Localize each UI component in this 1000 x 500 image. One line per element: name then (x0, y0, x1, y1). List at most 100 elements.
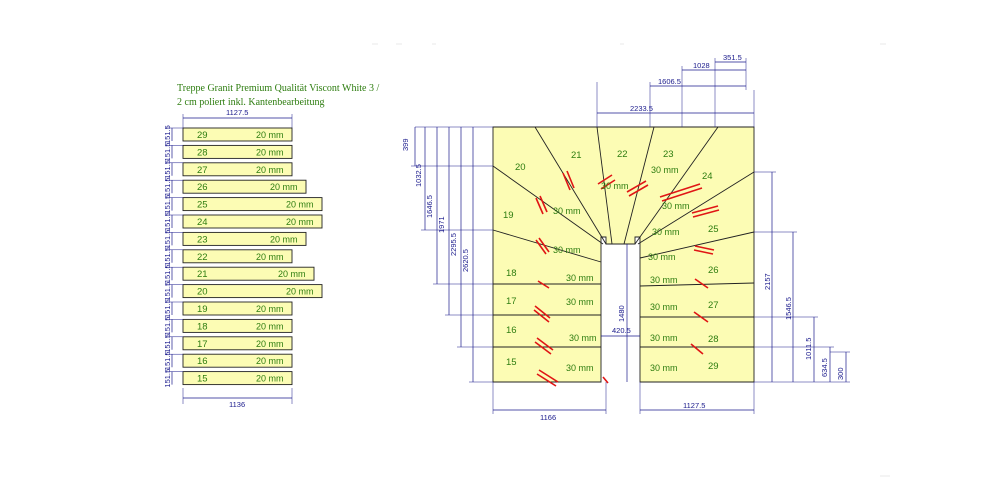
plan-step-18: 18 (506, 268, 517, 279)
plan-thickness: 30 mm (650, 363, 678, 373)
right-dimensions: 2157 1546.5 1011.5 634.5 300 (754, 171, 850, 383)
depth-dim: 151.5 (163, 317, 172, 336)
step-thickness: 20 mm (270, 234, 298, 244)
step-thickness: 20 mm (256, 356, 284, 366)
step-number: 28 (197, 147, 208, 158)
step-number: 16 (197, 356, 208, 367)
dim-1011-5: 1011.5 (804, 338, 813, 360)
step-thickness: 20 mm (256, 147, 284, 157)
depth-dim: 151.5 (163, 299, 172, 318)
depth-dim: 151.5 (163, 247, 172, 266)
depth-dim: 151.5 (163, 282, 172, 301)
title-line-2: 2 cm poliert inkl. Kantenbearbeitung (177, 97, 324, 108)
dim-1646-5: 1646.5 (425, 195, 434, 218)
plan-thickness: 30 mm (652, 227, 680, 237)
left-dimensions: 399 1032.5 1646.5 1971 2295.5 2620.5 (401, 126, 493, 383)
plan-step-20: 20 (515, 162, 526, 173)
step-thickness: 20 mm (256, 252, 284, 262)
step-slab (182, 144, 293, 159)
dim-1028: 1028 (693, 61, 710, 70)
dim-1971: 1971 (437, 216, 446, 233)
step-thickness: 20 mm (256, 304, 284, 314)
plan-thickness: 30 mm (650, 333, 678, 343)
plan-step-28: 28 (708, 334, 719, 345)
dim-399: 399 (401, 138, 410, 151)
step-thickness: 20 mm (286, 287, 314, 297)
dim-2157: 2157 (763, 273, 772, 290)
plan-thickness: 30 mm (569, 333, 597, 343)
plan-thickness: 30 mm (648, 252, 676, 262)
dim-2295-5: 2295.5 (449, 233, 458, 256)
plan-step-24: 24 (702, 171, 713, 182)
dim-2620-5: 2620.5 (461, 249, 470, 272)
step-number: 22 (197, 252, 208, 263)
dim-1606-5: 1606.5 (658, 77, 681, 86)
bottom-dimensions: 1166 1127.5 (492, 382, 755, 422)
plan-thickness: 30 mm (651, 165, 679, 175)
plan-step-15: 15 (506, 357, 517, 368)
depth-dim: 151.5 (163, 212, 172, 231)
dim-2233-5: 2233.5 (630, 104, 653, 113)
step-number: 20 (197, 287, 208, 298)
plan-step-17: 17 (506, 296, 517, 307)
stair-plan: 20 21 22 23 24 19 25 18 26 17 27 16 28 1… (401, 53, 850, 422)
step-thickness: 20 mm (278, 269, 306, 279)
step-number: 27 (197, 165, 208, 176)
step-slab (182, 162, 293, 177)
plan-thickness: 30 mm (566, 273, 594, 283)
step-slab (182, 284, 323, 299)
bottom-width-dim: 1136 (229, 400, 245, 409)
step-thickness: 20 mm (256, 339, 284, 349)
depth-dim: 151.5 (163, 264, 172, 283)
dim-1480: 1480 (617, 305, 626, 322)
dim-634-5: 634.5 (820, 358, 829, 377)
header-marks (372, 43, 890, 477)
plan-step-23: 23 (663, 149, 674, 160)
step-number: 23 (197, 234, 208, 245)
step-number: 25 (197, 200, 208, 211)
step-slab (182, 231, 307, 246)
depth-dim: 151.5 (163, 334, 172, 353)
plan-thickness: 30 mm (650, 302, 678, 312)
plan-step-19: 19 (503, 210, 514, 221)
step-thickness: 20 mm (256, 130, 284, 140)
step-number: 18 (197, 321, 208, 332)
dim-1546-5: 1546.5 (784, 297, 793, 320)
dim-1032-5: 1032.5 (414, 164, 423, 187)
step-slab (182, 197, 323, 212)
depth-dim: 151.5 (163, 160, 172, 179)
dim-420-5: 420.5 (612, 326, 631, 335)
plan-step-21: 21 (571, 150, 582, 161)
depth-dim: 151.5 (163, 230, 172, 249)
step-number: 21 (197, 269, 208, 280)
plan-step-22: 22 (617, 149, 628, 160)
step-thickness: 20 mm (270, 182, 298, 192)
step-slab (182, 318, 293, 333)
plan-step-25: 25 (708, 224, 719, 235)
step-number: 15 (197, 374, 208, 385)
step-slab (182, 266, 315, 281)
plan-thickness: 30 mm (662, 201, 690, 211)
depth-dim: 151.5 (163, 177, 172, 196)
dim-1127-5: 1127.5 (683, 401, 705, 410)
title-line-1: Treppe Granit Premium Qualität Viscont W… (177, 83, 379, 94)
step-thickness: 20 mm (256, 374, 284, 384)
dim-351-5: 351.5 (723, 53, 742, 62)
step-thickness: 20 mm (256, 165, 284, 175)
step-slab (182, 336, 293, 351)
center-dimensions: 1480 420.5 (601, 244, 640, 382)
plan-thickness: 30 mm (650, 275, 678, 285)
depth-dim: 151.5 (163, 195, 172, 214)
step-thickness: 20 mm (256, 321, 284, 331)
step-slab (182, 301, 293, 316)
plan-step-29: 29 (708, 361, 719, 372)
step-slab (182, 214, 323, 229)
step-thickness: 20 mm (286, 200, 314, 210)
top-width-dim: 1127.5 (226, 108, 248, 117)
dim-1166: 1166 (540, 413, 556, 422)
plan-thickness: 30 mm (553, 245, 581, 255)
step-number: 26 (197, 182, 208, 193)
step-number: 24 (197, 217, 208, 228)
